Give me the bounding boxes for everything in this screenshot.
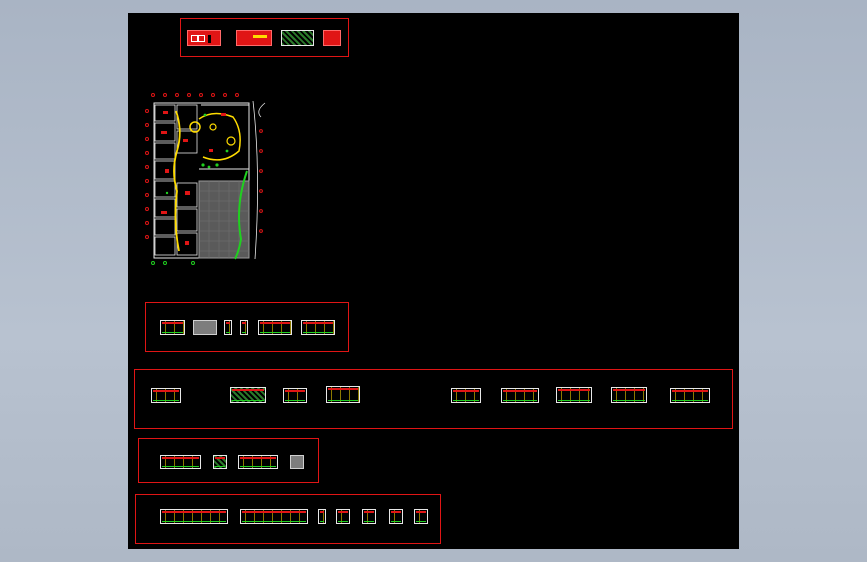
elevation-thumb[interactable]: [160, 509, 228, 524]
elevation-thumb[interactable]: [556, 387, 592, 403]
elevation-thumb[interactable]: [362, 509, 376, 524]
elevation-thumb[interactable]: [414, 509, 428, 524]
sheet-frame-elevations-1[interactable]: [145, 302, 349, 352]
elevation-thumb[interactable]: [301, 320, 335, 335]
elevation-thumb[interactable]: [670, 388, 710, 403]
elevation-thumb[interactable]: [240, 509, 308, 524]
elevation-thumb[interactable]: [326, 386, 360, 403]
elevation-thumb[interactable]: [336, 509, 350, 524]
elevation-thumb[interactable]: [224, 320, 232, 335]
elevation-thumb[interactable]: [160, 455, 201, 469]
elevation-thumb[interactable]: [187, 30, 221, 46]
sheet-frame-elevations-2[interactable]: [134, 369, 733, 429]
sheet-frame-top[interactable]: [180, 18, 349, 57]
elevation-thumb[interactable]: [151, 388, 181, 403]
elevation-thumb[interactable]: [290, 455, 304, 469]
cad-drawing-canvas[interactable]: [128, 13, 739, 549]
elevation-thumb[interactable]: [258, 320, 292, 335]
elevation-thumb[interactable]: [236, 30, 272, 46]
elevation-thumb[interactable]: [160, 320, 185, 335]
elevation-thumb[interactable]: [318, 509, 326, 524]
sheet-frame-elevations-3[interactable]: [138, 438, 319, 483]
elevation-thumb[interactable]: [283, 388, 307, 403]
elevation-thumb[interactable]: [501, 388, 539, 403]
elevation-thumb[interactable]: [230, 387, 266, 403]
elevation-thumb[interactable]: [238, 455, 278, 469]
elevation-thumb[interactable]: [213, 455, 227, 469]
elevation-thumb[interactable]: [323, 30, 341, 46]
elevation-thumb[interactable]: [281, 30, 314, 46]
elevation-thumb[interactable]: [240, 320, 248, 335]
sheet-frame-elevations-4[interactable]: [135, 494, 441, 544]
elevation-thumb[interactable]: [193, 320, 217, 335]
elevation-thumb[interactable]: [611, 387, 647, 403]
elevation-thumb[interactable]: [389, 509, 403, 524]
elevation-thumb[interactable]: [451, 388, 481, 403]
floor-plan-drawing[interactable]: [143, 91, 273, 269]
